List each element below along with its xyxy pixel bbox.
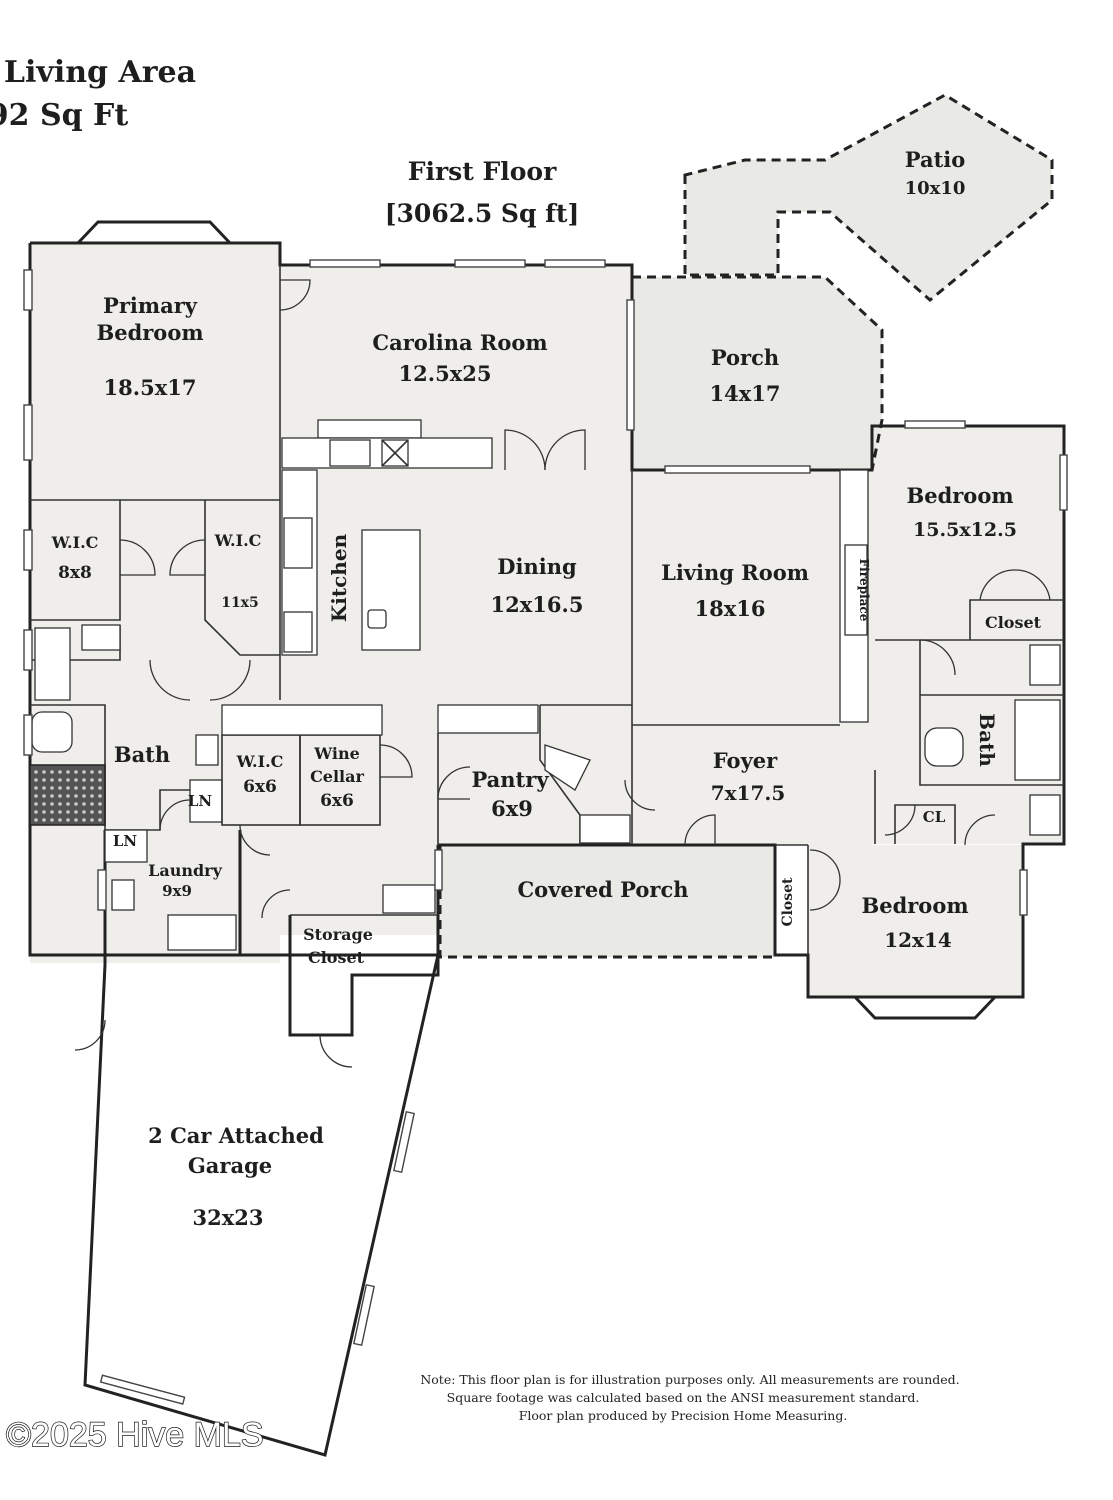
living-area-sqft: 92 Sq Ft	[0, 98, 128, 133]
living-area-heading: Living Area	[4, 55, 196, 90]
primary-bedroom-label-2: Bedroom	[96, 320, 203, 345]
garage-size: 32x23	[193, 1205, 264, 1230]
living-room-label: Living Room	[661, 560, 809, 585]
garage-label: 2 Car Attached	[148, 1123, 324, 1148]
bedroom-south-size: 12x14	[884, 928, 952, 952]
wic-left-label: W.I.C	[51, 533, 99, 552]
kitchen-label: Kitchen	[327, 533, 351, 622]
pantry-label: Pantry	[471, 767, 549, 792]
foyer-label: Foyer	[713, 748, 778, 773]
wine-cellar-label: Wine	[313, 744, 360, 763]
closet-east-label: Closet	[985, 613, 1042, 632]
watermark-text: ©2025 Hive MLS	[6, 1416, 264, 1454]
bath-primary-label: Bath	[114, 742, 170, 767]
porch-size: 14x17	[710, 381, 781, 406]
bedroom-east-label: Bedroom	[906, 483, 1013, 508]
wic-small-size: 6x6	[243, 777, 277, 797]
disclaimer-note-line3: Floor plan produced by Precision Home Me…	[519, 1408, 848, 1423]
carolina-room-label: Carolina Room	[372, 330, 547, 355]
wic-right-label: W.I.C	[214, 531, 262, 550]
covered-porch-label: Covered Porch	[517, 877, 688, 902]
pantry-size: 6x9	[491, 796, 533, 821]
ln-upper-label: LN	[188, 792, 213, 810]
wine-cellar-label-2: Cellar	[310, 767, 364, 786]
wic-left-size: 8x8	[58, 563, 92, 583]
patio-area	[683, 93, 1054, 302]
porch-label: Porch	[711, 345, 779, 370]
primary-bedroom-size: 18.5x17	[104, 375, 197, 400]
carolina-room-size: 12.5x25	[399, 361, 492, 386]
bedroom-south-label: Bedroom	[861, 893, 968, 918]
wine-cellar-size: 6x6	[320, 791, 354, 811]
wic-small-label: W.I.C	[236, 752, 284, 771]
primary-bedroom-label: Primary	[103, 293, 198, 318]
ln-lower-label: LN	[113, 832, 138, 850]
bath-east-label: Bath	[975, 713, 999, 767]
floor-sqft: [3062.5 Sq ft]	[385, 199, 580, 228]
fireplace-label: Fireplace	[857, 559, 871, 622]
disclaimer-note-line2: Square footage was calculated based on t…	[447, 1390, 920, 1405]
closet-south-label: Closet	[780, 877, 796, 927]
floor-title: First Floor	[408, 157, 557, 186]
cl-label: CL	[923, 808, 946, 826]
patio-label: Patio	[905, 147, 966, 172]
storage-closet-label: Storage	[303, 925, 373, 944]
foyer-size: 7x17.5	[711, 781, 786, 805]
porch-area	[630, 275, 884, 472]
dining-size: 12x16.5	[491, 592, 584, 617]
storage-closet-label-2: Closet	[308, 948, 365, 967]
patio-size: 10x10	[905, 178, 966, 199]
laundry-label: Laundry	[148, 861, 223, 880]
laundry-size: 9x9	[162, 882, 192, 900]
dining-label: Dining	[497, 554, 577, 579]
wic-right-size: 11x5	[221, 595, 259, 611]
garage-label-2: Garage	[188, 1153, 272, 1178]
living-room-size: 18x16	[695, 596, 766, 621]
bedroom-east-size: 15.5x12.5	[913, 519, 1017, 541]
disclaimer-note-line1: Note: This floor plan is for illustratio…	[420, 1372, 959, 1387]
